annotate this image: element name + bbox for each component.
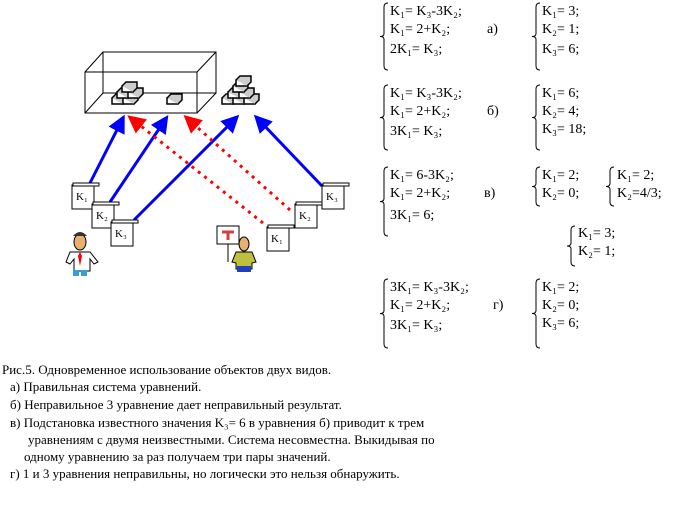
svg-text:K₁: K₁ bbox=[271, 233, 283, 245]
wrong-arrows bbox=[127, 115, 291, 225]
arrow-k1 bbox=[88, 114, 125, 184]
scroll-left-k3: K₃ bbox=[110, 219, 139, 247]
equation: 3K₁= K₃-3K₂; bbox=[390, 280, 469, 295]
brace bbox=[379, 84, 389, 151]
solution: K₃= 6; bbox=[542, 316, 580, 331]
arrow-wrong-k1 bbox=[127, 115, 264, 225]
system-label: б) bbox=[487, 104, 499, 119]
equation: 3K₁= 6; bbox=[390, 208, 435, 223]
bricks-icon bbox=[111, 75, 260, 105]
brace bbox=[531, 84, 541, 151]
caption-item-a: а) Правильная система уравнений. bbox=[10, 379, 202, 394]
solution: K₁= 2; bbox=[542, 168, 580, 183]
correct-arrows bbox=[88, 114, 324, 222]
scroll-right-k2: K₂ bbox=[294, 201, 323, 229]
brace bbox=[531, 166, 541, 207]
brace bbox=[566, 225, 576, 267]
svg-text:K₂: K₂ bbox=[96, 210, 108, 222]
solution: K₂=4/3; bbox=[617, 186, 662, 201]
caption-item-b: б) Неправильное 3 уравнение дает неправи… bbox=[10, 397, 342, 412]
brace bbox=[605, 166, 615, 207]
brace bbox=[531, 2, 541, 71]
equation: K₁= K₃-3K₂; bbox=[390, 86, 462, 101]
system-label: в) bbox=[484, 186, 496, 201]
equation: K₁= 2+K₂; bbox=[390, 186, 451, 201]
arrow-wrong-k2 bbox=[183, 115, 291, 212]
brace bbox=[379, 166, 389, 237]
person-left-icon bbox=[65, 232, 99, 276]
svg-text:K₁: K₁ bbox=[76, 191, 88, 203]
system-label: г) bbox=[493, 298, 504, 313]
solution: K₁= 2; bbox=[617, 168, 655, 183]
svg-text:K₃: K₃ bbox=[115, 228, 127, 240]
solution: K₃= 18; bbox=[542, 122, 587, 137]
caption-item-v: в) Подстановка известного значения K₃= 6… bbox=[10, 415, 425, 430]
solution: K₃= 6; bbox=[542, 42, 580, 57]
person-right-icon bbox=[216, 225, 257, 272]
solution: K₁= 6; bbox=[542, 86, 580, 101]
solution: K₂= 1; bbox=[578, 244, 616, 259]
equation: K₁= 2+K₂; bbox=[390, 22, 451, 37]
scroll-right-k1: K₁ bbox=[266, 224, 295, 252]
equation: 3K₁= K₃; bbox=[390, 318, 443, 333]
equation: 3K₁= K₃; bbox=[390, 124, 443, 139]
equation: K₁= 6-3K₂; bbox=[390, 168, 454, 183]
equation: K₁= 2+K₂; bbox=[390, 104, 451, 119]
solution: K₂= 1; bbox=[542, 22, 580, 37]
solution: K₂= 4; bbox=[542, 104, 580, 119]
scroll-left-k2: K₂ bbox=[91, 201, 120, 229]
storage-box bbox=[84, 51, 217, 114]
arrow-k2 bbox=[108, 115, 169, 203]
solution: K₂= 0; bbox=[542, 298, 580, 313]
equation: K₁= K₃-3K₂; bbox=[390, 4, 462, 19]
solution: K₁= 3; bbox=[542, 4, 580, 19]
caption-item-v-cont: уравнениям с двумя неизвестными. Система… bbox=[28, 432, 435, 447]
caption-item-g: г) 1 и 3 уравнения неправильны, но логич… bbox=[10, 466, 400, 481]
system-label: а) bbox=[487, 22, 498, 37]
arrow-k3-right bbox=[253, 114, 324, 188]
svg-text:K₂: K₂ bbox=[299, 210, 311, 222]
brace bbox=[379, 278, 389, 349]
brace bbox=[531, 278, 541, 349]
solution: K₁= 2; bbox=[542, 280, 580, 295]
scroll-left-k1: K₁ bbox=[71, 182, 100, 210]
caption-item-v-cont: одному уравнению за раз получаем три пар… bbox=[24, 449, 331, 464]
solution: K₂= 0; bbox=[542, 186, 580, 201]
brace bbox=[379, 2, 389, 71]
solution: K₁= 3; bbox=[578, 226, 616, 241]
scroll-right-k3: K₃ bbox=[321, 182, 350, 210]
caption-title: Рис.5. Одновременное использование объек… bbox=[2, 362, 332, 377]
arrow-k3 bbox=[132, 114, 240, 222]
equation: K₁= 2+K₂; bbox=[390, 298, 451, 313]
svg-text:K₃: K₃ bbox=[326, 191, 338, 203]
equation: 2K₁= K₃; bbox=[390, 42, 443, 57]
